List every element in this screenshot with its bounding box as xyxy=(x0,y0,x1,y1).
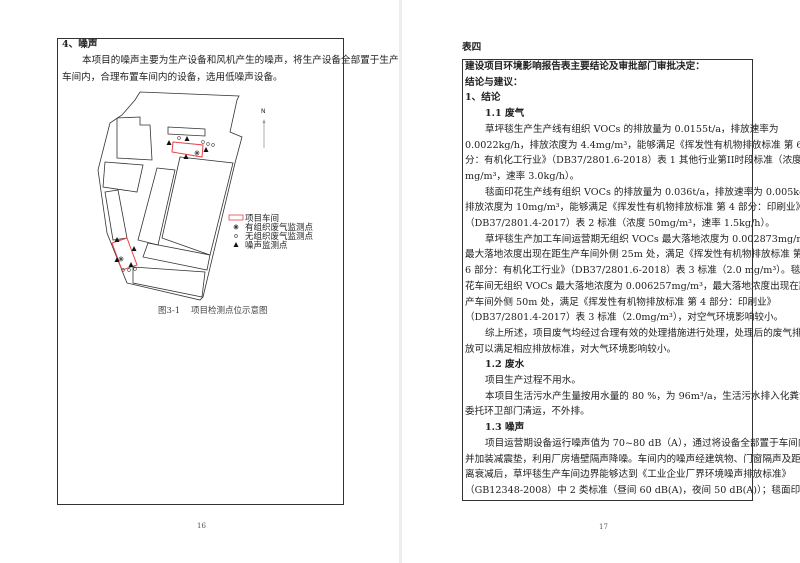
paragraph-line: 车间内，合理布置车间内的设备，选用低噪声设备。 xyxy=(62,72,283,83)
building xyxy=(104,189,128,241)
building xyxy=(116,116,153,161)
building xyxy=(161,156,234,256)
paragraph-line: 离衰减后，草坪毯生产车间边界能够达到《工业企业厂界环境噪声排放标准》 xyxy=(465,469,792,481)
building xyxy=(137,167,176,246)
section-heading: 结论与建议： xyxy=(465,76,523,88)
fugitive-gas-monitoring-points xyxy=(121,136,215,272)
table-label: 表四 xyxy=(462,42,482,53)
paragraph-line: 产车间外侧 50m 处，满足《挥发性有机物排放标准 第 4 部分：印刷业》 xyxy=(465,296,777,308)
legend-item: 噪声监测点 xyxy=(245,241,288,251)
paragraph-line: 0.0022kg/h，排放浓度为 4.4mg/m³，能够满足《挥发性有机物排放标… xyxy=(465,139,800,151)
paragraph-line: 并加装减震垫，利用厂房墙壁隔声降噪。车间内的噪声经建筑物、门窗隔声及距 xyxy=(465,453,800,465)
legend-item: 无组织废气监测点 xyxy=(245,232,314,242)
paragraph-line: 花车间无组织 VOCs 最大落地浓度为 0.006257mg/m³，最大落地浓度… xyxy=(465,280,800,292)
paragraph-line: 本项目的噪声主要为生产设备和风机产生的噪声，将生产设备全部置于生产 xyxy=(82,55,399,66)
paragraph-line: （GB12348-2008）中 2 类标准（昼间 60 dB(A)，夜间 50 … xyxy=(465,484,800,496)
organized-gas-monitoring-points xyxy=(118,150,200,262)
site-map-figure xyxy=(97,91,266,301)
content-frame xyxy=(462,59,753,501)
north-label: N xyxy=(261,108,266,115)
paragraph-line: 草坪毯生产加工车间运营期无组织 VOCs 最大落地浓度为 0.002873mg/… xyxy=(485,233,800,245)
figure-caption: 图3-1 项目检测点位示意图 xyxy=(158,305,268,317)
paragraph-line: 排放浓度为 10mg/m³，能够满足《挥发性有机物排放标准 第 4 部分：印刷业… xyxy=(465,202,800,214)
paragraph-line: 6 部分：有机化工行业》（DB37/2801.6-2018）表 3 标准（2.0… xyxy=(465,265,800,277)
paragraph-line: 毯面印花生产线有组织 VOCs 的排放量为 0.036t/a，排放速率为 0.0… xyxy=(485,186,800,198)
paragraph-line: （DB37/2801.4-2017）表 3 标准（2.0mg/m³），对空气环境… xyxy=(465,312,784,324)
paragraph-line: mg/m³，速率 3.0kg/h）。 xyxy=(465,170,580,182)
section-heading: 建设项目环境影响报告表主要结论及审批部门审批决定： xyxy=(465,61,705,72)
page-17: 表四 建设项目环境影响报告表主要结论及审批部门审批决定： 结论与建议： 1、结论 1.… xyxy=(402,0,800,563)
legend-workshop-swatch xyxy=(228,214,244,221)
paragraph-line: 草坪毯生产生产线有组织 VOCs 的排放量为 0.0155t/a，排放速率为 xyxy=(485,123,779,135)
building xyxy=(102,161,144,193)
paragraph-line: 委托环卫部门清运，不外排。 xyxy=(465,406,590,418)
site-boundary xyxy=(97,91,243,301)
section-heading: 4、噪声 xyxy=(62,39,98,50)
paragraph-line: 项目生产过程不用水。 xyxy=(485,375,581,386)
paragraph-line: 本项目生活污水产生量按用水量的 80 %，为 96m³/a，生活污水排入化粪池 xyxy=(485,390,800,402)
building xyxy=(142,242,211,271)
legend-item: 项目车间 xyxy=(245,214,280,224)
section-heading: 1.1 废气 xyxy=(485,108,525,120)
project-workshop xyxy=(111,237,138,271)
page-number: 16 xyxy=(197,522,206,530)
section-heading: 1.2 废水 xyxy=(485,359,525,371)
building xyxy=(132,266,206,298)
section-heading: 1、结论 xyxy=(465,92,501,104)
paragraph-line: 分：有机化工行业》（DB37/2801.6-2018）表 1 其他行业第II时段… xyxy=(465,155,800,167)
project-workshop xyxy=(171,141,204,158)
paragraph-line: 综上所述，项目废气均经过合理有效的处理措施进行处理，处理后的废气排 xyxy=(485,327,800,339)
section-heading: 1.3 噪声 xyxy=(485,422,525,434)
building xyxy=(167,126,206,137)
paragraph-line: 项目运营期设备运行噪声值为 70~80 dB（A），通过将设备全部置于车间内 xyxy=(485,437,800,449)
noise-monitoring-points xyxy=(114,136,209,267)
paragraph-line: 最大落地浓度出现在距生产车间外侧 25m 处，满足《挥发性有机物排放标准 第 xyxy=(465,249,800,261)
page-16: 4、噪声 本项目的噪声主要为生产设备和风机产生的噪声，将生产设备全部置于生产 车… xyxy=(0,0,399,563)
legend-item: 有组织废气监测点 xyxy=(245,223,314,233)
caption-text: 项目检测点位示意图 xyxy=(191,306,268,316)
page-number: 17 xyxy=(599,523,608,531)
content-frame xyxy=(57,38,344,505)
paragraph-line: 放可以满足相应排放标准，对大气环境影响较小。 xyxy=(465,343,677,355)
paragraph-line: （DB37/2801.4-2017）表 2 标准（浓度 50mg/m³，速率 1… xyxy=(465,218,775,229)
caption-number: 图3-1 xyxy=(158,306,181,316)
